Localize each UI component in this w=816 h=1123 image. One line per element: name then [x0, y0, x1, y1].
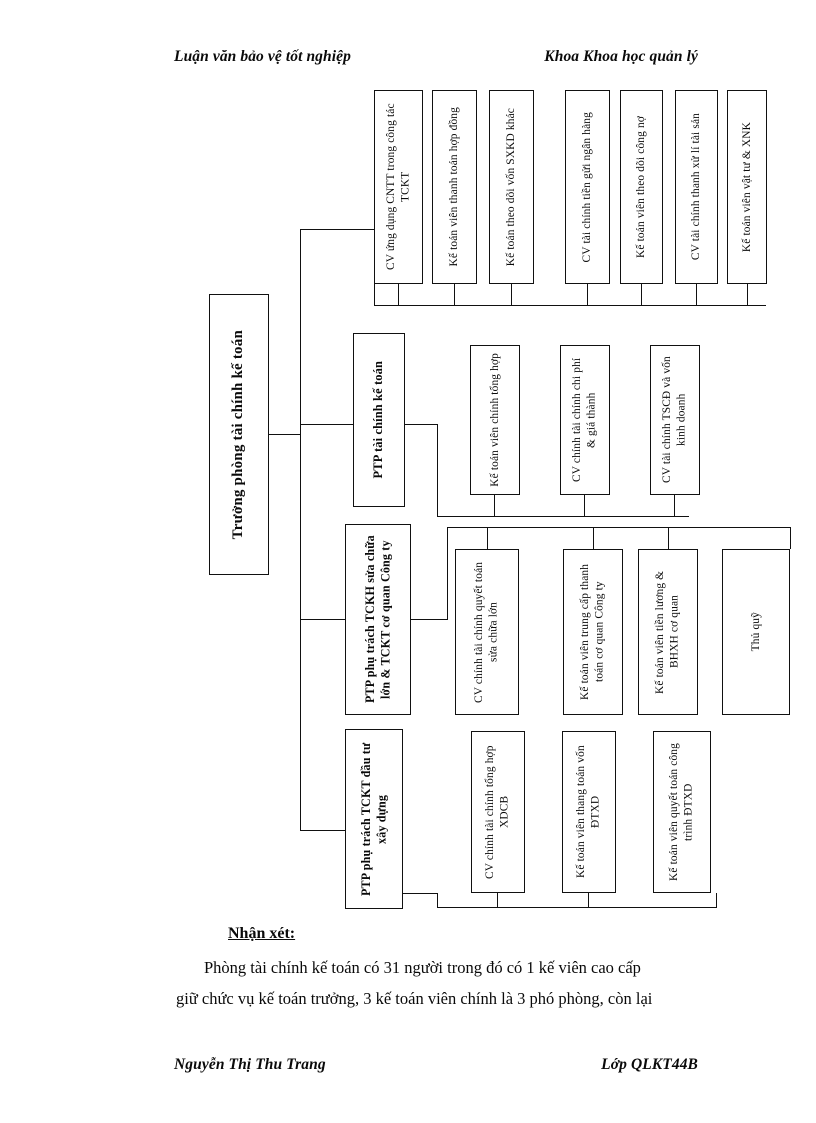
connector-stub-1-3 [511, 284, 513, 305]
org-node-branch3-label: PTP phụ trách TCKH sửa chữa lớn & TCKT c… [362, 535, 392, 704]
header-right-text: Khoa Khoa học quản lý [544, 48, 698, 65]
footer-right-text: Lớp QLKT44B [601, 1056, 698, 1073]
org-node-1-6-label: CV tài chính thanh xử lí tài sản [690, 113, 703, 261]
org-node-3-1-label: CV chính tài chính quyết toán sửa chữa l… [473, 561, 500, 703]
org-node-2-1: Kế toán viên chính tổng hợp [470, 345, 520, 495]
note-line-1: Phòng tài chính kế toán có 31 người tron… [176, 952, 800, 983]
org-node-branch4-label: PTP phụ trách TCKT đầu tư xây dựng [358, 742, 388, 896]
org-node-1-3-label: Kế toán theo dõi vốn SXKD khác [505, 107, 518, 267]
org-node-1-5-label: Kế toán viên theo dõi công nợ [635, 116, 648, 258]
org-node-3-2: Kế toán viên trung cấp thanh toán cơ qua… [563, 549, 623, 715]
org-node-1-4: CV tài chính tiền gửi ngân hàng [565, 90, 610, 284]
org-node-3-4: Thủ quỹ [722, 549, 790, 715]
org-node-3-2-label: Kế toán viên trung cấp thanh toán cơ qua… [579, 563, 606, 701]
connector-branch3-riser [447, 527, 449, 549]
connector-branch3-stem [300, 619, 346, 621]
org-node-3-3-label: Kế toán viên tiền lương & BHXH cơ quan [654, 570, 681, 694]
connector-stub-4-3 [716, 893, 718, 908]
connector-stub-3-1 [487, 527, 489, 549]
running-header: Luận văn bảo vệ tốt nghiệp Khoa Khoa học… [0, 48, 816, 66]
org-node-2-1-label: Kế toán viên chính tổng hợp [488, 353, 501, 487]
note-paragraph: Phòng tài chính kế toán có 31 người tron… [176, 952, 800, 1014]
org-node-1-1-label: CV ứng dụng CNTT trong công tác TCKT [384, 103, 412, 271]
connector-branch2-stem [300, 424, 354, 426]
org-node-2-2: CV chính tài chính chi phí & giá thành [560, 345, 610, 495]
org-node-3-4-label: Thủ quỹ [749, 612, 762, 652]
connector-stub-3-2 [593, 527, 595, 549]
org-node-3-1: CV chính tài chính quyết toán sửa chữa l… [455, 549, 519, 715]
org-node-4-3: Kế toán viên quyết toán công trình ĐTXD [653, 731, 711, 893]
header-left-text: Luận văn bảo vệ tốt nghiệp [174, 48, 351, 65]
org-node-4-2-label: Kế toán viên thang toán vốn ĐTXD [575, 745, 602, 879]
connector-branch3-bus [447, 527, 791, 529]
org-node-1-4-label: CV tài chính tiền gửi ngân hàng [581, 111, 594, 263]
connector-stub-2-1 [494, 495, 496, 516]
connector-branch1-stem [300, 229, 375, 231]
connector-branch2-drop [437, 424, 439, 517]
org-node-branch4: PTP phụ trách TCKT đầu tư xây dựng [345, 729, 403, 909]
org-node-1-7-label: Kế toán viên vật tư & XNK [740, 121, 753, 253]
connector-stub-3-4 [790, 527, 792, 549]
footer-left-text: Nguyễn Thị Thu Trang [174, 1056, 326, 1073]
connector-stub-3-3 [668, 527, 670, 549]
org-node-4-3-label: Kế toán viên quyết toán công trình ĐTXD [668, 743, 695, 882]
org-node-1-5: Kế toán viên theo dõi công nợ [620, 90, 663, 284]
connector-stub-4-2 [588, 893, 590, 908]
connector-stub-4-1 [497, 893, 499, 908]
org-node-1-6: CV tài chính thanh xử lí tài sản [675, 90, 718, 284]
connector-branch4-stem [300, 830, 346, 832]
connector-branch2-out [405, 424, 438, 426]
connector-branch4-bus [437, 907, 717, 909]
connector-branch1-bus [374, 305, 766, 307]
org-node-1-7: Kế toán viên vật tư & XNK [727, 90, 767, 284]
note-title: Nhận xét: [228, 925, 296, 942]
connector-stub-1-2 [454, 284, 456, 305]
running-footer: Nguyễn Thị Thu Trang Lớp QLKT44B [0, 1056, 816, 1074]
org-node-1-3: Kế toán theo dõi vốn SXKD khác [489, 90, 534, 284]
org-node-2-3-label: CV tài chính TSCĐ và vốn kinh doanh [661, 356, 688, 484]
connector-trunk [300, 229, 302, 831]
connector-branch3-link [411, 619, 448, 621]
connector-stub-1-5 [641, 284, 643, 305]
note-line-2-text: giữ chức vụ kế toán trưởng, 3 kế toán vi… [176, 989, 653, 1008]
org-node-1-2: Kế toán viên thanh toán hợp đồng [432, 90, 477, 284]
org-node-root-label: Trưởng phòng tài chính kế toán [230, 329, 247, 540]
org-node-3-3: Kế toán viên tiền lương & BHXH cơ quan [638, 549, 698, 715]
connector-branch4-riser [437, 893, 439, 908]
connector-branch4-link [403, 893, 438, 895]
org-node-2-2-label: CV chính tài chính chi phí & giá thành [571, 357, 598, 483]
org-node-1-2-label: Kế toán viên thanh toán hợp đồng [448, 107, 461, 267]
note-line-1-text: Phòng tài chính kế toán có 31 người tron… [204, 958, 641, 977]
org-node-branch2-label: PTP tài chính kế toán [371, 361, 386, 479]
org-node-4-1: CV chính tài chính tổng hợp XDCB [471, 731, 525, 893]
connector-stub-1-7 [747, 284, 749, 305]
org-node-branch3: PTP phụ trách TCKH sửa chữa lớn & TCKT c… [345, 524, 411, 715]
connector-stub-2-3 [674, 495, 676, 516]
connector-stub-2-2 [584, 495, 586, 516]
org-node-2-3: CV tài chính TSCĐ và vốn kinh doanh [650, 345, 700, 495]
org-node-branch2: PTP tài chính kế toán [353, 333, 405, 507]
connector-stub-1-6 [696, 284, 698, 305]
org-node-root: Trưởng phòng tài chính kế toán [209, 294, 269, 575]
connector-stub-1-1 [398, 284, 400, 305]
org-chart: Trưởng phòng tài chính kế toán CV ứng dụ… [209, 90, 792, 909]
connector-stub-1-4 [587, 284, 589, 305]
connector-branch3-link-v [447, 549, 449, 620]
connector-root-stem [269, 434, 301, 436]
connector-branch2-bus [437, 516, 689, 518]
note-line-2: giữ chức vụ kế toán trưởng, 3 kế toán vi… [176, 983, 800, 1014]
org-node-4-2: Kế toán viên thang toán vốn ĐTXD [562, 731, 616, 893]
org-node-4-1-label: CV chính tài chính tổng hợp XDCB [484, 745, 511, 879]
org-node-1-1: CV ứng dụng CNTT trong công tác TCKT [374, 90, 423, 284]
